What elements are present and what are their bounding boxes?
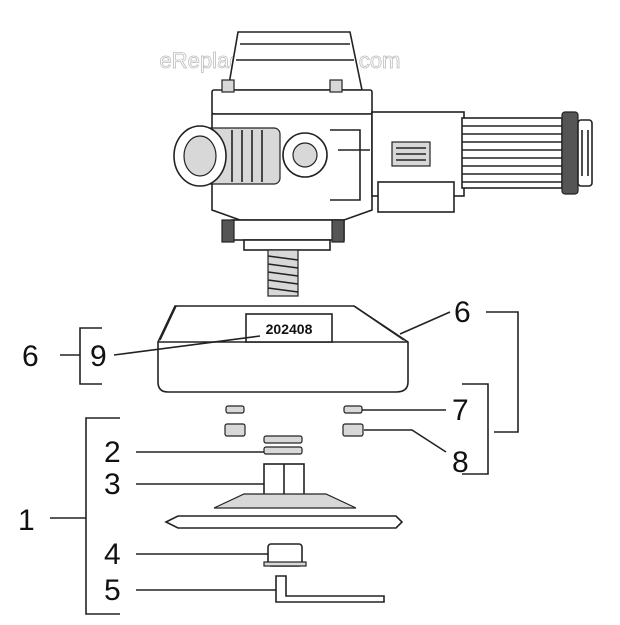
lower-parts	[263, 543, 385, 603]
handle-end-cap	[561, 111, 579, 195]
nut-left	[224, 423, 246, 437]
bracket-7-8	[462, 383, 489, 475]
backing-pad-assembly	[164, 435, 404, 529]
part-label-box	[245, 313, 333, 343]
callout-6-right: 6	[454, 296, 471, 329]
callout-3: 3	[104, 468, 121, 501]
grip-handle	[461, 117, 563, 189]
bracket-1	[85, 417, 120, 615]
bracket-6-left	[79, 327, 102, 385]
nut-right	[342, 423, 364, 437]
leader-9	[113, 335, 261, 356]
callout-2: 2	[104, 436, 121, 469]
fasteners	[224, 405, 364, 437]
housing-band	[211, 89, 373, 115]
lock-washer-right	[343, 405, 363, 414]
callout-7: 7	[452, 394, 469, 427]
leader-8	[364, 429, 447, 453]
flange-cone	[213, 493, 357, 509]
callout-5: 5	[104, 574, 121, 607]
leader-lines	[50, 311, 519, 615]
tool-body	[173, 31, 593, 297]
callout-8: 8	[452, 446, 469, 479]
callout-1: 1	[18, 504, 35, 537]
bracket-6-right	[486, 311, 519, 433]
callout-9: 9	[90, 340, 107, 373]
guard-shroud: 202408	[157, 305, 409, 393]
flange-plate	[243, 239, 331, 251]
backing-disc	[164, 515, 404, 529]
callouts: 6 9 6 7 8 1 2 3 4 5	[18, 296, 471, 607]
leader-6-right	[399, 311, 451, 335]
part-label-text: 202408	[266, 321, 313, 337]
spacer-washer	[263, 435, 303, 444]
bottom-flange	[231, 219, 345, 241]
hex-wrench	[275, 575, 385, 603]
guard-body	[157, 305, 409, 393]
lock-washer-left	[225, 405, 245, 414]
callout-6-left: 6	[22, 340, 39, 373]
callout-4: 4	[104, 538, 121, 571]
